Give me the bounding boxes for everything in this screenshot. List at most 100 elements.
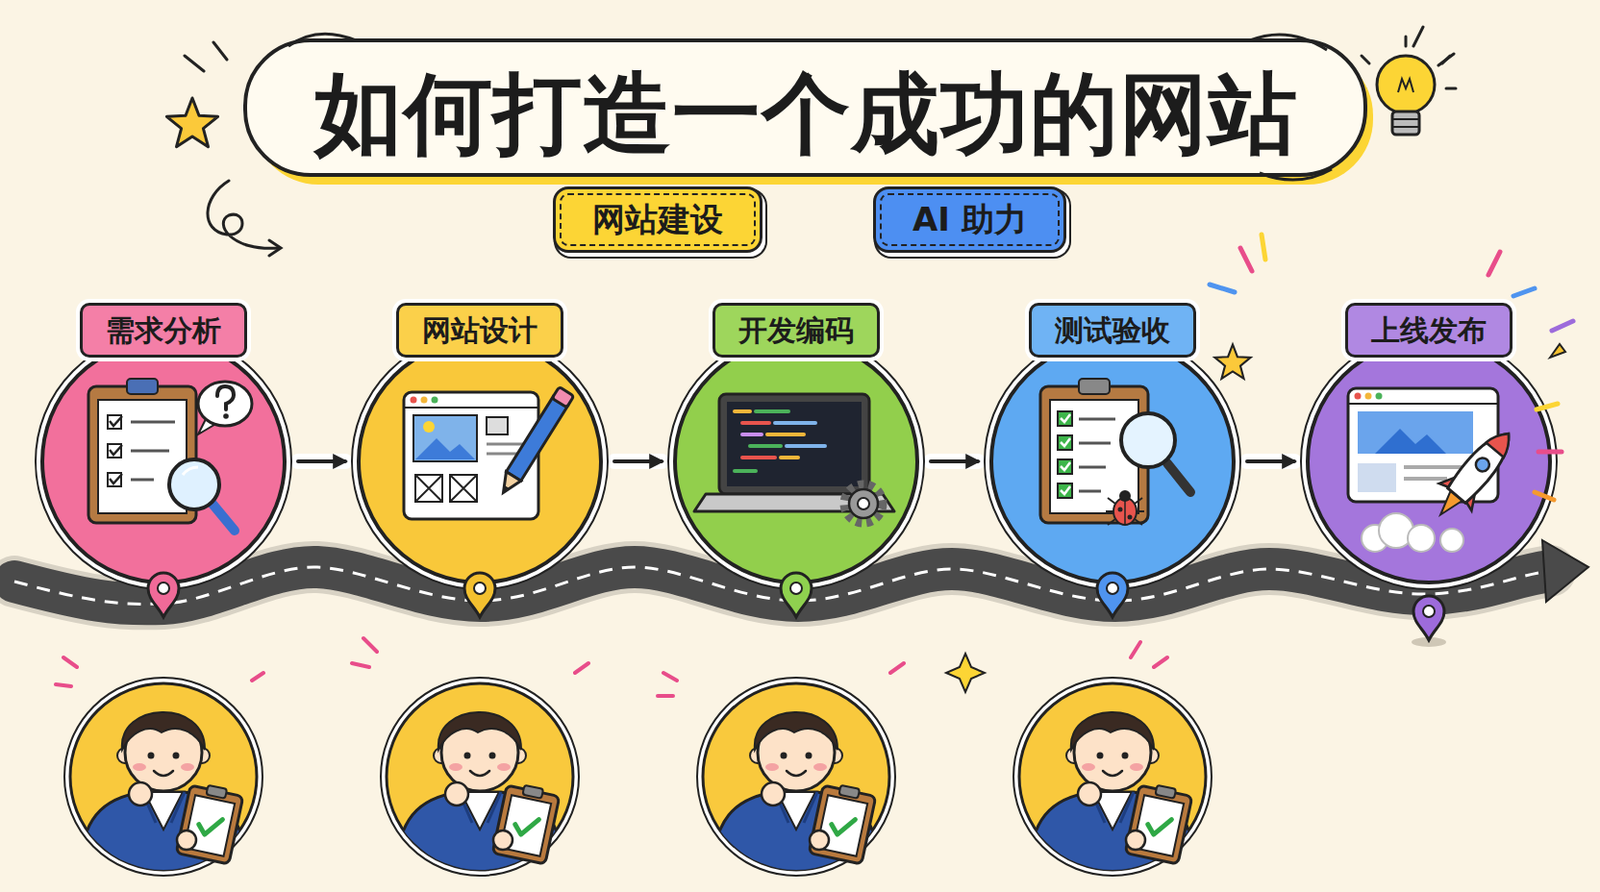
decor-use xyxy=(166,98,218,148)
decor-path xyxy=(734,469,756,474)
decor-path xyxy=(1486,426,1519,458)
decor-rect xyxy=(403,392,539,520)
decor-rect xyxy=(1040,386,1149,524)
decor-rect xyxy=(719,394,870,495)
decor-g xyxy=(107,415,122,487)
stage-circle: 需求分析 xyxy=(33,331,294,592)
edge-group xyxy=(614,461,662,463)
decor-use xyxy=(148,573,179,618)
decor-use xyxy=(697,677,896,883)
decor-circle xyxy=(1473,455,1493,475)
decor-path xyxy=(1551,321,1574,331)
decor-rect xyxy=(1078,378,1110,395)
stage-circle-shape xyxy=(982,331,1243,592)
decor-path xyxy=(1513,288,1535,297)
decor-g xyxy=(734,411,825,472)
decor-circle xyxy=(1354,393,1362,400)
edge-backing xyxy=(930,453,978,470)
decor-rect xyxy=(1357,411,1474,454)
decor-circle xyxy=(1119,490,1131,502)
road-pins xyxy=(148,573,1447,648)
decor-rect xyxy=(1057,459,1073,475)
decor-path xyxy=(742,455,775,460)
decor-use xyxy=(1097,573,1128,618)
decor-path xyxy=(1105,498,1145,525)
title-wrap: 如何打造一个成功的网站 xyxy=(228,65,1383,163)
decor-path xyxy=(786,444,825,449)
stage-title: 网站设计 xyxy=(396,302,564,358)
decor-rect xyxy=(1050,400,1139,514)
decor-g xyxy=(496,386,575,498)
decor-path xyxy=(1240,248,1252,272)
decor-path xyxy=(775,421,816,425)
decor-path xyxy=(1488,251,1500,275)
decor-polygon xyxy=(1375,428,1447,454)
testing-icon xyxy=(1040,378,1191,525)
decor-circle xyxy=(169,459,220,510)
decor-path xyxy=(742,432,762,437)
decor-path xyxy=(207,180,279,249)
decor-path xyxy=(1446,425,1521,505)
title-decor xyxy=(166,26,1456,256)
decor-circle xyxy=(1407,525,1435,552)
stage-title: 开发编码 xyxy=(712,302,880,358)
decor-rect xyxy=(107,473,122,487)
decor-use xyxy=(780,573,812,618)
decor-circle xyxy=(857,498,870,510)
decor-rect xyxy=(551,386,575,407)
stage-circle-fill xyxy=(991,340,1234,583)
decor-use xyxy=(64,677,263,883)
decor-polygon xyxy=(496,472,522,498)
decor-path xyxy=(1355,36,1456,89)
design-icon xyxy=(403,386,575,520)
decor-rect xyxy=(450,475,477,502)
stage-circle-fill xyxy=(358,340,601,583)
edge-group xyxy=(930,461,978,463)
stage-title: 上线发布 xyxy=(1345,302,1513,358)
decor-polygon xyxy=(500,485,510,495)
decor-path xyxy=(742,421,770,425)
stage-circle: 开发编码 xyxy=(666,331,926,592)
decor-use xyxy=(1413,596,1445,641)
decor-circle xyxy=(1127,515,1133,521)
stage-circle-shape xyxy=(666,331,926,592)
people xyxy=(55,638,1212,883)
decor-circle xyxy=(849,489,878,519)
decor-path xyxy=(1550,344,1566,358)
decor-rect xyxy=(1392,111,1420,135)
decor-rect xyxy=(1057,435,1073,450)
decor-path xyxy=(1261,234,1266,260)
decor-circle xyxy=(1375,393,1383,400)
stage-circle-shape xyxy=(33,331,294,592)
decor-path xyxy=(1439,470,1483,511)
launch-icon xyxy=(1348,388,1525,552)
stage-circle-shape xyxy=(350,331,610,592)
decor-circle xyxy=(1118,507,1124,513)
stage-circle-ring xyxy=(984,333,1241,590)
edge-group xyxy=(298,461,346,463)
stage-title: 需求分析 xyxy=(79,302,248,358)
decor-polygon xyxy=(415,438,475,460)
decor-path xyxy=(780,455,799,460)
stage-circle-ring xyxy=(35,333,292,590)
decor-path xyxy=(486,444,527,454)
decor-rect xyxy=(98,400,187,514)
decor-path xyxy=(734,409,750,414)
decor-path xyxy=(1534,492,1554,500)
decor-use xyxy=(464,573,496,618)
topic-tag: AI 助力 xyxy=(873,186,1067,253)
flow-arrow xyxy=(930,459,978,464)
edge-group xyxy=(1247,461,1295,463)
requirements-icon xyxy=(88,378,252,531)
decor-use xyxy=(1013,677,1212,883)
decor-path xyxy=(198,419,218,435)
tag-text: 网站建设 xyxy=(592,199,724,241)
decor-path xyxy=(1403,467,1462,479)
decor-rect xyxy=(107,444,122,458)
topic-tag: 网站建设 xyxy=(552,186,763,253)
stage-circle-ring xyxy=(1300,333,1557,590)
decor-path xyxy=(1392,119,1420,127)
decor-circle xyxy=(844,484,883,524)
flow-arrow xyxy=(298,459,346,464)
